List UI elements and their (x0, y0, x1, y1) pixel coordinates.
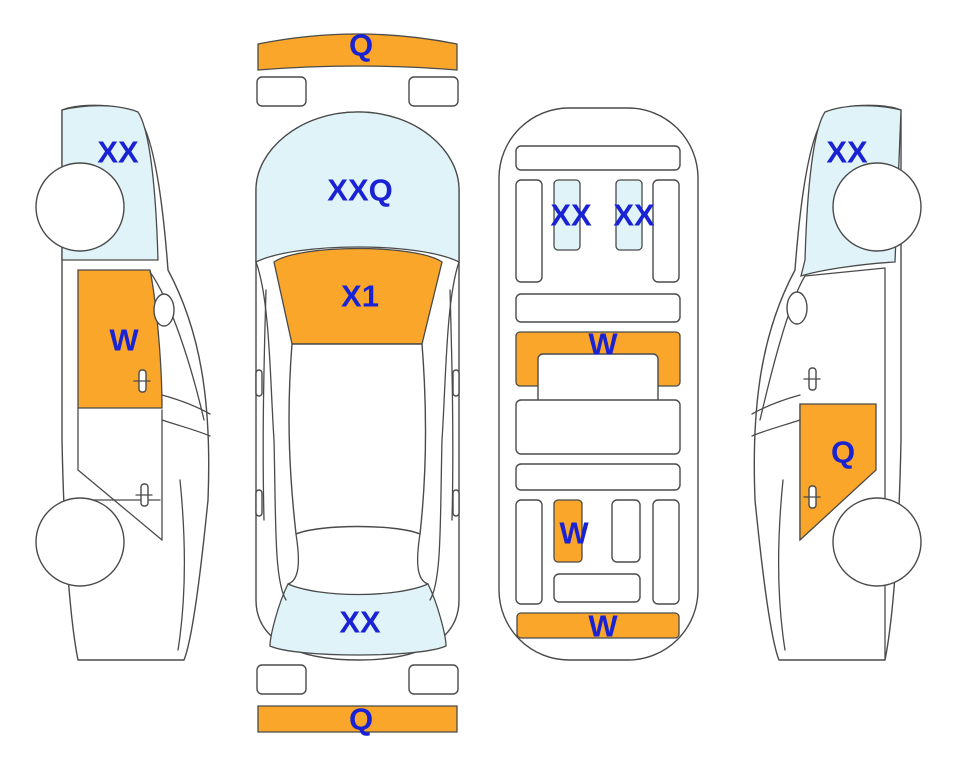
label-interior-floor-front: W (588, 327, 618, 362)
rear-glass-panel (269, 583, 447, 656)
left-front-wheel (35, 162, 125, 252)
interior-view (498, 107, 699, 661)
rear-bumper-panel (257, 705, 458, 733)
right-side-view (751, 104, 922, 661)
left-rear-door-handle (135, 483, 153, 507)
label-rear-bumper: Q (349, 702, 373, 737)
left-side-view (35, 104, 211, 661)
front-bumper-panel (257, 33, 458, 71)
label-left-front-door: W (109, 323, 139, 358)
roof-panel (288, 343, 427, 535)
right-front-wheel (832, 162, 922, 252)
front-left-light (256, 76, 307, 107)
right-rear-wheel (832, 497, 922, 587)
label-rear-glass: XX (339, 605, 381, 640)
right-front-door-handle (803, 367, 821, 391)
left-rear-wheel (35, 497, 125, 587)
label-interior-center: W (559, 516, 589, 551)
label-windshield: XXQ (327, 173, 392, 208)
left-side-mirror (153, 293, 175, 327)
front-right-light (408, 76, 459, 107)
rear-left-light (256, 664, 307, 695)
label-left-window: XX (97, 135, 139, 170)
interior-center-panel (553, 499, 583, 563)
label-right-rear-door: Q (831, 435, 855, 470)
label-right-window: XX (826, 135, 868, 170)
windshield-panel (255, 111, 460, 264)
rear-right-light (408, 664, 459, 695)
interior-seat-left-panel (553, 179, 581, 251)
label-hood: X1 (341, 279, 379, 314)
top-view (255, 33, 460, 733)
left-front-door-handle (133, 369, 151, 393)
right-rear-door-panel (799, 403, 877, 542)
label-interior-trunk: W (588, 609, 618, 644)
label-interior-seat-right: XX (613, 198, 655, 233)
interior-trunk-panel (516, 612, 680, 639)
damage-labels: Q XXQ X1 XX Q XX W XX Q XX XX W W W (97, 28, 868, 737)
right-rear-door-handle (803, 485, 821, 509)
label-front-bumper: Q (349, 28, 373, 63)
right-side-mirror (786, 291, 808, 325)
hood-panel (273, 247, 443, 345)
label-interior-seat-left: XX (550, 198, 592, 233)
interior-seat-right-panel (615, 179, 643, 251)
